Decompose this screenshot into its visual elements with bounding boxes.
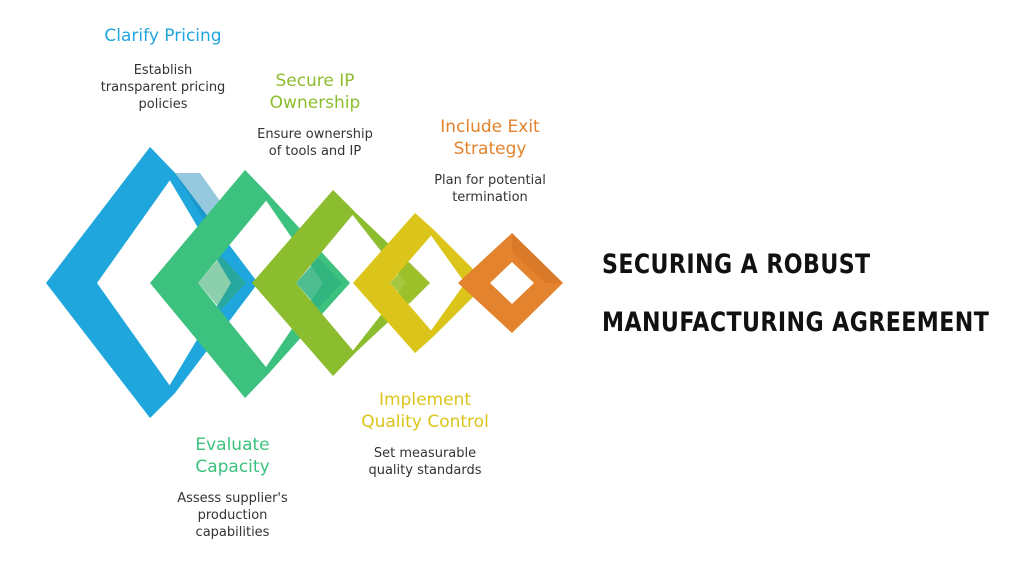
step-exit-strategy: Include Exit Strategy Plan for potential… [415, 116, 565, 206]
step-quality-control: Implement Quality Control Set measurable… [345, 389, 505, 479]
chain-link-secure-ip [252, 190, 430, 376]
step-secure-ip: Secure IP Ownership Ensure ownership of … [240, 70, 390, 160]
step-description: Ensure ownership of tools and IP [257, 127, 373, 159]
step-title: Evaluate Capacity [195, 435, 270, 477]
step-title: Secure IP Ownership [269, 71, 361, 113]
step-clarify-pricing: Clarify Pricing Establish transparent pr… [78, 25, 248, 113]
step-evaluate-capacity: Evaluate Capacity Assess supplier's prod… [160, 434, 305, 541]
step-description: Establish transparent pricing policies [100, 63, 226, 112]
page-title: SECURING A ROBUST MANUFACTURING AGREEMEN… [602, 249, 990, 338]
chain-link-exit-strategy [458, 233, 563, 333]
step-description: Assess supplier's production capabilitie… [177, 491, 288, 540]
step-title: Implement Quality Control [361, 390, 489, 432]
chain-link-evaluate-capacity [150, 170, 350, 398]
step-title: Include Exit Strategy [440, 117, 540, 159]
step-description: Plan for potential termination [434, 173, 546, 205]
chain-link-clarify-pricing [46, 147, 258, 418]
chain-link-quality-control [353, 213, 487, 353]
step-description: Set measurable quality standards [368, 446, 482, 478]
step-title: Clarify Pricing [104, 26, 222, 46]
